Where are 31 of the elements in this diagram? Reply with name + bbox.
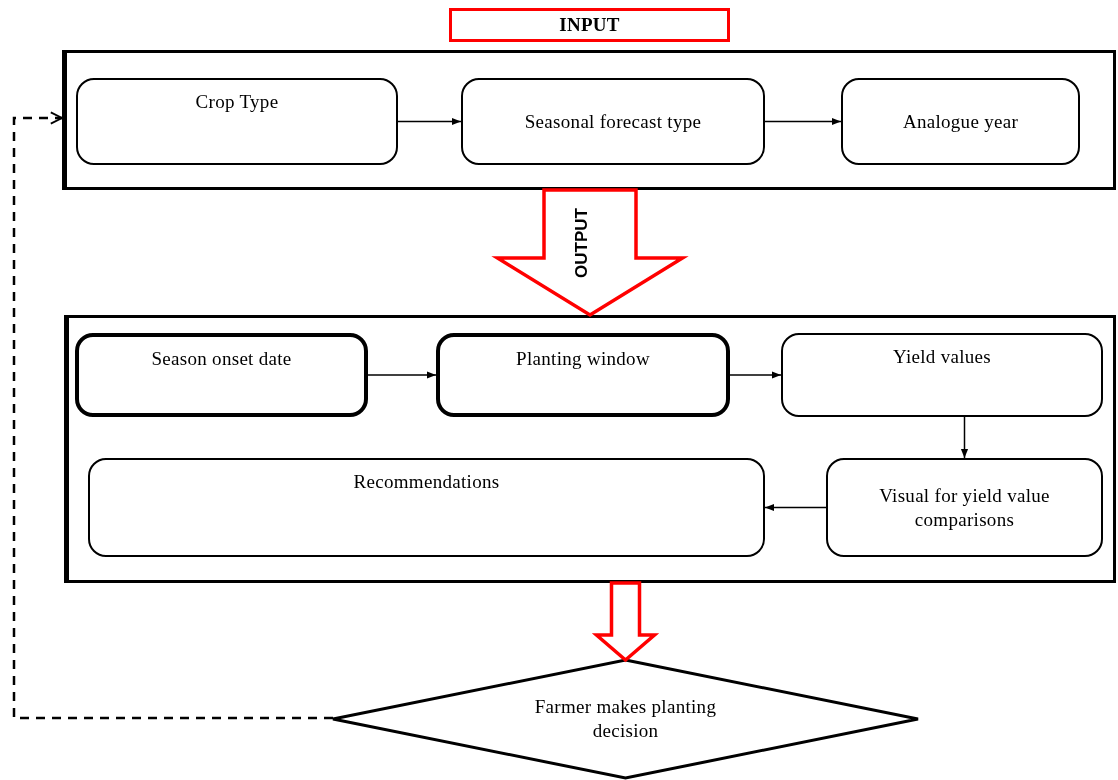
node-label: Analogue year bbox=[902, 109, 1019, 134]
node-label: Recommendations bbox=[353, 470, 500, 494]
process-box bbox=[781, 333, 1103, 417]
group-panel bbox=[64, 315, 1116, 583]
arrow bbox=[764, 117, 842, 126]
process-box bbox=[76, 78, 398, 165]
arrow bbox=[764, 503, 827, 512]
arrow bbox=[367, 371, 437, 379]
process-box bbox=[75, 333, 368, 417]
header-box bbox=[449, 8, 730, 42]
node-label: Seasonal forecast type bbox=[524, 109, 702, 134]
decision-diamond bbox=[333, 660, 918, 778]
dashed-arrow bbox=[12, 111, 333, 720]
node-label: Planting window bbox=[516, 347, 650, 371]
process-box bbox=[436, 333, 730, 417]
arrow bbox=[729, 371, 782, 379]
node-label: Yield values bbox=[892, 345, 992, 369]
process-box bbox=[88, 458, 765, 557]
node-label: Crop Type bbox=[195, 90, 279, 114]
block-arrow bbox=[591, 581, 660, 663]
node-label: Season onset date bbox=[151, 347, 292, 371]
process-box bbox=[826, 458, 1103, 557]
node-label: Visual for yield value comparisons bbox=[878, 483, 1051, 532]
arrow bbox=[960, 416, 969, 459]
process-box bbox=[841, 78, 1080, 165]
process-box bbox=[461, 78, 765, 165]
arrow bbox=[397, 117, 462, 126]
block-arrow bbox=[491, 188, 689, 318]
group-panel bbox=[62, 50, 1116, 190]
header-label: INPUT bbox=[559, 13, 620, 37]
node-label: Farmer makes planting decision bbox=[533, 695, 718, 743]
